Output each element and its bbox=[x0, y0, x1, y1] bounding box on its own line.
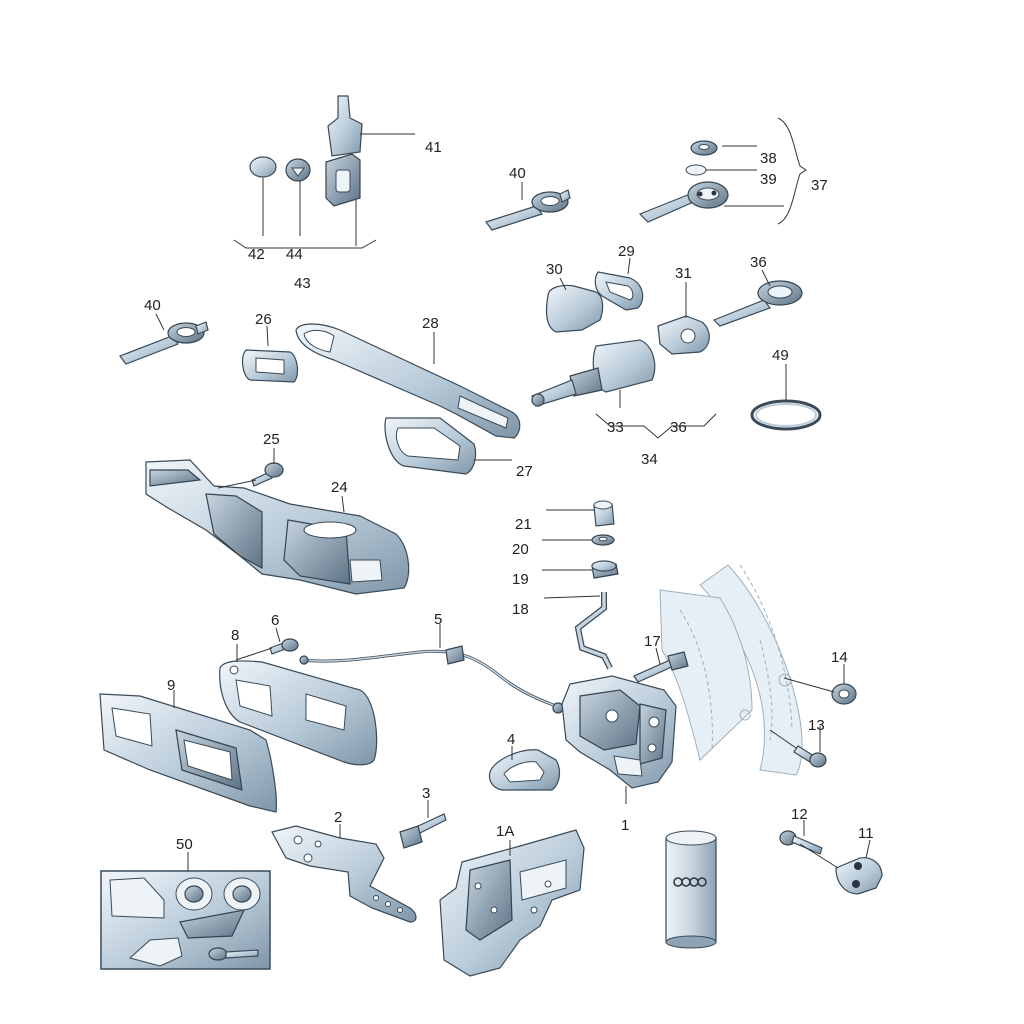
inner-bezel-8 bbox=[219, 660, 378, 766]
spring-pin-39 bbox=[685, 164, 707, 176]
grommet-19 bbox=[591, 560, 619, 579]
callout-19: 19 bbox=[512, 571, 529, 588]
bushing-21 bbox=[593, 500, 615, 527]
callout-13: 13 bbox=[808, 717, 825, 734]
callout-40-left: 40 bbox=[144, 297, 161, 314]
lock-cylinder-33 bbox=[531, 339, 656, 407]
callout-14: 14 bbox=[831, 649, 848, 666]
rivet-3 bbox=[399, 813, 447, 849]
callout-4: 4 bbox=[507, 731, 515, 748]
key-blank-40-top bbox=[485, 189, 571, 231]
washer-20 bbox=[591, 534, 615, 546]
cover-1A bbox=[439, 829, 585, 977]
callout-9: 9 bbox=[167, 677, 175, 694]
callout-11: 11 bbox=[858, 825, 874, 842]
handle-carrier-24 bbox=[145, 459, 410, 595]
seal-4 bbox=[488, 749, 561, 791]
lock-housing bbox=[325, 153, 361, 207]
cable-5 bbox=[299, 645, 564, 714]
callout-39: 39 bbox=[760, 171, 777, 188]
nut-14 bbox=[831, 683, 857, 705]
callout-8: 8 bbox=[231, 627, 239, 644]
screw-12 bbox=[779, 830, 823, 855]
handle-cap bbox=[327, 95, 363, 157]
callout-17: 17 bbox=[644, 633, 661, 650]
callout-5: 5 bbox=[434, 611, 442, 628]
callout-43: 43 bbox=[294, 275, 311, 292]
callout-6: 6 bbox=[271, 612, 279, 629]
callout-29: 29 bbox=[618, 243, 635, 260]
repair-kit-50 bbox=[100, 870, 271, 970]
callout-labels: 41 42 44 43 40 40 38 39 37 30 29 31 36 2… bbox=[144, 139, 874, 853]
leader-lines bbox=[155, 117, 871, 871]
callout-20: 20 bbox=[512, 541, 529, 558]
callout-2: 2 bbox=[334, 809, 342, 826]
retainer-31 bbox=[657, 315, 710, 355]
lock-cap-30 bbox=[545, 284, 604, 333]
callout-28: 28 bbox=[422, 315, 439, 332]
pin-17 bbox=[633, 651, 689, 683]
seal-29 bbox=[594, 271, 644, 311]
callout-50: 50 bbox=[176, 836, 193, 853]
callout-1A: 1A bbox=[496, 823, 514, 840]
callout-3: 3 bbox=[422, 785, 430, 802]
rod-18 bbox=[574, 592, 613, 670]
callout-12: 12 bbox=[791, 806, 808, 823]
screw-25 bbox=[251, 462, 284, 487]
callout-1: 1 bbox=[621, 817, 629, 834]
bolt-13 bbox=[793, 745, 827, 768]
callout-25: 25 bbox=[263, 431, 280, 448]
callout-40-top: 40 bbox=[509, 165, 526, 182]
callout-36-key: 36 bbox=[750, 254, 767, 271]
bracket-2 bbox=[271, 825, 417, 923]
callout-31: 31 bbox=[675, 265, 692, 282]
key-36 bbox=[712, 280, 803, 327]
cover-cap-44 bbox=[285, 158, 311, 182]
cover-cap-42 bbox=[249, 156, 277, 178]
plate-11 bbox=[835, 857, 883, 895]
trim-9 bbox=[99, 693, 277, 813]
door-lock-1 bbox=[561, 675, 677, 789]
callout-49: 49 bbox=[772, 347, 789, 364]
callout-38: 38 bbox=[760, 150, 777, 167]
callout-37: 37 bbox=[811, 177, 828, 194]
callout-24: 24 bbox=[331, 479, 348, 496]
gasket-26 bbox=[241, 349, 299, 383]
callout-26: 26 bbox=[255, 311, 272, 328]
callout-41: 41 bbox=[425, 139, 442, 156]
grease-can bbox=[665, 830, 717, 949]
key-blank-40-left bbox=[119, 321, 209, 365]
callout-33: 33 bbox=[607, 419, 624, 436]
screw-6 bbox=[269, 638, 299, 655]
callout-21: 21 bbox=[515, 516, 532, 533]
callout-27: 27 bbox=[516, 463, 533, 480]
o-ring-49 bbox=[750, 399, 822, 431]
key-37 bbox=[638, 181, 729, 223]
callout-42: 42 bbox=[248, 246, 265, 263]
gasket-27 bbox=[384, 417, 477, 475]
outer-handle-28 bbox=[295, 323, 521, 439]
callout-36-group: 36 bbox=[670, 419, 687, 436]
callout-30: 30 bbox=[546, 261, 563, 278]
callout-44: 44 bbox=[286, 246, 303, 263]
washer-38 bbox=[690, 140, 718, 156]
callout-34: 34 bbox=[641, 451, 658, 468]
door-frame bbox=[659, 564, 803, 776]
callout-18: 18 bbox=[512, 601, 529, 618]
